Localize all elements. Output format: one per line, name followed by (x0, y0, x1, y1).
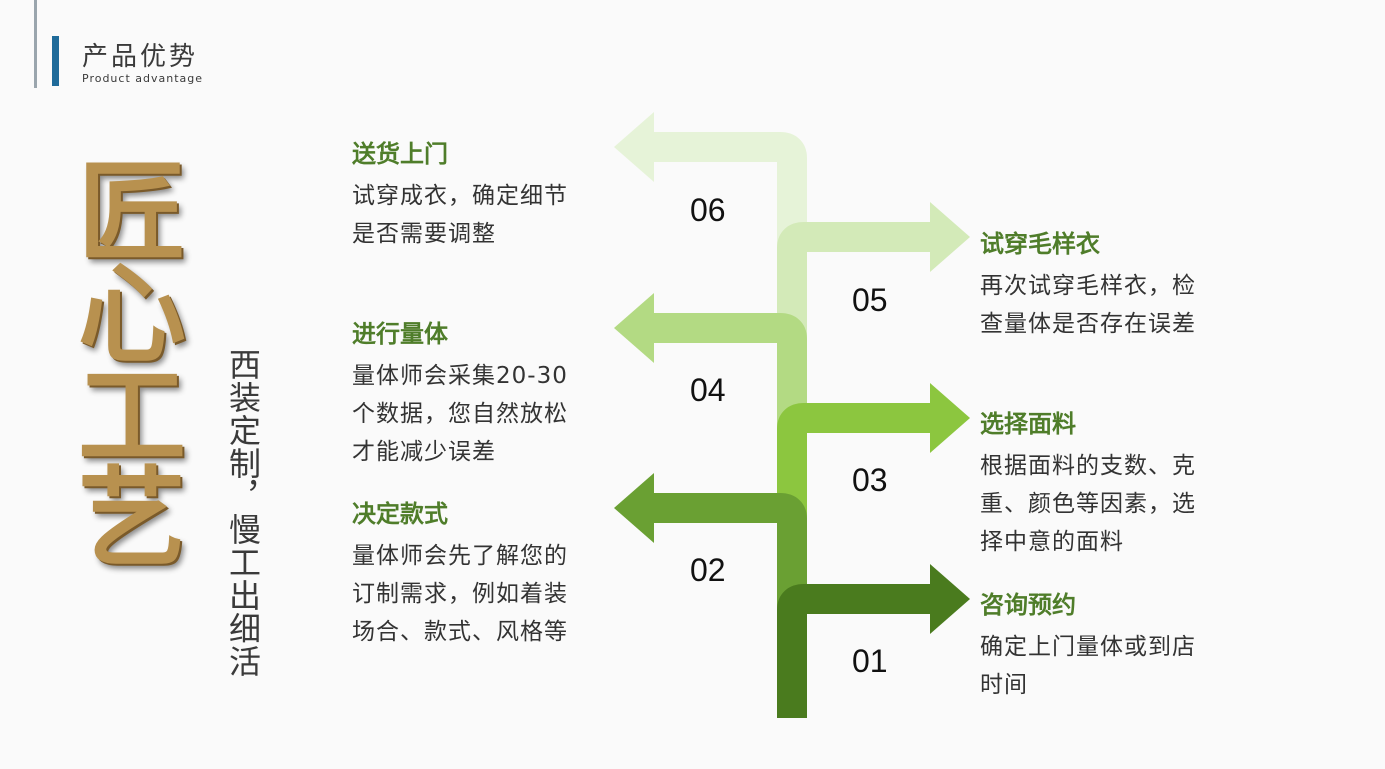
arrow-step-06 (652, 132, 807, 400)
step-desc-line: 根据面料的支数、克 (980, 453, 1196, 479)
arrow-head-04 (614, 293, 654, 363)
step-desc-line: 再次试穿毛样衣，检 (980, 273, 1196, 299)
page-title: 产品优势 (82, 42, 199, 72)
step-desc-line: 时间 (980, 672, 1028, 698)
step-title-05: 试穿毛样衣 (980, 230, 1100, 258)
arrow-head-06 (614, 112, 654, 182)
step-desc-05: 再次试穿毛样衣，检 查量体是否存在误差 (980, 267, 1196, 343)
arrow-step-01 (777, 584, 932, 718)
step-title-01: 咨询预约 (980, 591, 1076, 619)
arrow-step-05 (777, 222, 932, 400)
step-desc-03: 根据面料的支数、克 重、颜色等因素，选 择中意的面料 (980, 447, 1196, 561)
arrow-step-03 (777, 403, 932, 560)
step-desc-line: 才能减少误差 (352, 439, 496, 465)
hero-tagline: 西装定制，慢工出细活 (224, 348, 262, 678)
arrow-head-05 (930, 202, 970, 272)
step-desc-line: 查量体是否存在误差 (980, 311, 1196, 337)
hero-char-3: 工 (78, 355, 187, 480)
step-desc-line: 择中意的面料 (980, 529, 1124, 555)
step-desc-01: 确定上门量体或到店 时间 (980, 628, 1196, 704)
step-desc-line: 量体师会采集20-30 (352, 363, 568, 389)
step-number-02: 02 (690, 552, 726, 588)
step-desc-line: 试穿成衣，确定细节 (352, 183, 568, 209)
step-desc-line: 重、颜色等因素，选 (980, 491, 1196, 517)
page-subtitle: Product advantage (82, 72, 204, 85)
step-desc-line: 场合、款式、风格等 (352, 619, 568, 645)
step-desc-line: 个数据，您自然放松 (352, 401, 568, 427)
arrow-head-02 (614, 473, 654, 543)
step-desc-line: 量体师会先了解您的 (352, 543, 568, 569)
title-accent-bar (52, 36, 59, 86)
arrow-step-02 (652, 493, 807, 640)
edge-divider (34, 0, 37, 88)
step-title-06: 送货上门 (352, 140, 448, 168)
step-desc-06: 试穿成衣，确定细节 是否需要调整 (352, 177, 568, 253)
hero-char-4: 艺 (78, 457, 187, 582)
arrow-head-01 (930, 564, 970, 634)
arrow-step-04 (652, 313, 807, 470)
step-number-01: 01 (852, 643, 888, 679)
step-number-05: 05 (852, 282, 888, 318)
step-title-02: 决定款式 (352, 500, 448, 528)
hero-char-2: 心 (78, 253, 187, 378)
step-desc-line: 订制需求，例如着装 (352, 581, 568, 607)
step-number-03: 03 (852, 462, 888, 498)
step-desc-04: 量体师会采集20-30 个数据，您自然放松 才能减少误差 (352, 357, 568, 471)
step-title-03: 选择面料 (980, 410, 1076, 438)
step-desc-line: 是否需要调整 (352, 221, 496, 247)
hero-char-1: 匠 (78, 151, 187, 276)
step-desc-line: 确定上门量体或到店 (980, 634, 1196, 660)
step-number-04: 04 (690, 372, 726, 408)
arrow-head-03 (930, 383, 970, 453)
step-title-04: 进行量体 (352, 320, 448, 348)
step-number-06: 06 (690, 192, 726, 228)
step-desc-02: 量体师会先了解您的 订制需求，例如着装 场合、款式、风格等 (352, 537, 568, 651)
